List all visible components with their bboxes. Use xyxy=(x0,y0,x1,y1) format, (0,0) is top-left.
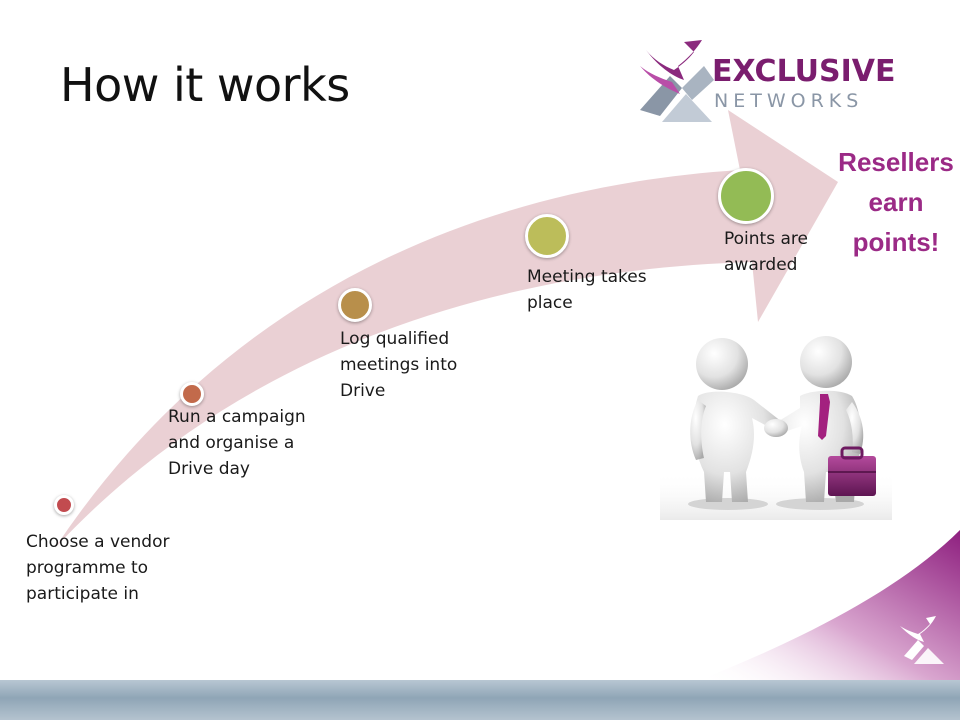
step-label-5: Points are awarded xyxy=(724,229,808,275)
logo-wordmark-secondary: NETWORKS xyxy=(714,90,864,112)
bottom-bar xyxy=(0,680,960,720)
step-label-1: Choose a vendor programme to participate… xyxy=(26,532,170,604)
step-label-4: Meeting takes place xyxy=(527,267,647,313)
x-arrow-logo-icon xyxy=(640,40,714,122)
page-title: How it works xyxy=(60,58,350,112)
handshake-figures-icon xyxy=(660,336,892,520)
step-label-2: Run a campaign and organise a Drive day xyxy=(168,407,306,479)
step-dot-1 xyxy=(54,495,74,515)
logo-wordmark-primary: EXCLUSIVE xyxy=(712,54,896,89)
step-dot-5 xyxy=(718,168,774,224)
step-dot-2 xyxy=(180,382,204,406)
step-dot-4 xyxy=(525,214,569,258)
step-label-3: Log qualified meetings into Drive xyxy=(340,329,458,401)
step-dot-3 xyxy=(338,288,372,322)
callout-text: Resellers earn points! xyxy=(838,147,954,257)
